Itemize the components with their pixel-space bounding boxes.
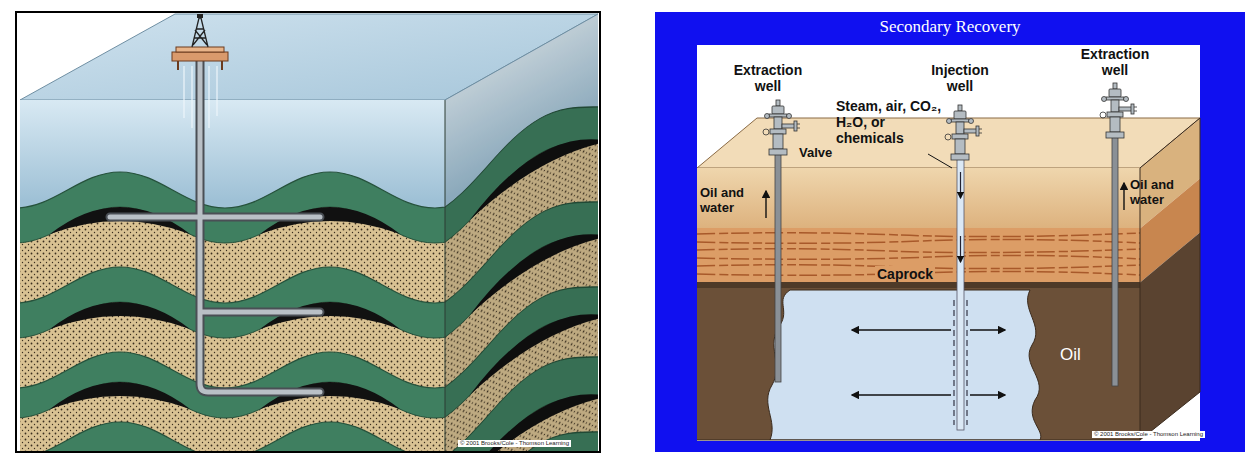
drill-pipe [110,60,320,392]
drill-pipe [110,60,320,392]
perforations [954,300,967,425]
block-edges [1140,118,1200,440]
front-face [697,282,1140,440]
well-label: Extraction well [726,62,810,94]
extraction-pipe [1112,134,1118,386]
block-edges [697,118,1200,440]
side-face [1130,110,1210,464]
perforations [953,300,954,425]
ground-surface [697,118,1200,168]
flow-arrow [960,236,961,262]
flow-arrow [960,172,961,262]
flow-arrow [765,191,766,218]
caprock-layering [697,233,1140,237]
offshore-drilling-figure [445,100,446,451]
front-face [20,100,445,451]
injectant-label: Steam, air, CO₂, H₂O, or chemicals [836,98,944,146]
front-face [697,168,1140,440]
caprock-layering [697,255,1140,259]
flow-label: Oil and water [1130,178,1196,208]
drilling-platform [197,14,203,18]
flow-arrow [928,154,952,168]
well-label: Extraction well [1073,46,1157,78]
injection-pipe [957,155,964,430]
well-label: Injection well [918,62,1002,94]
wells [1100,83,1137,138]
flow-arrow [960,172,961,198]
layer-label: Oil [1060,345,1081,365]
wells [763,83,1137,430]
water-reflection [208,66,210,128]
secondary-recovery-figure [655,12,1245,464]
flow-arrow [1123,183,1124,210]
flow-arrow [970,329,1005,330]
layer-label: Caprock [875,266,935,282]
offshore-drilling-figure [0,0,645,464]
flow-arrow [766,154,1124,395]
extraction-pipe [775,150,781,382]
flooded-zone [768,290,1041,440]
drilling-platform [221,61,223,70]
front-face [697,228,1140,282]
flow-arrow [852,329,951,330]
panel-title: Secondary Recovery [879,17,1020,37]
drilling-platform [177,61,179,70]
block-edges [1140,168,1141,440]
side-face [445,14,598,451]
side-face [0,0,645,464]
copyright-note: © 2001 Brooks/Cole - Thomson Learning [458,440,571,447]
offshore-drilling-figure [445,14,598,100]
front-face [697,282,1140,288]
side-face [1130,224,1210,464]
flow-arrow [852,394,951,395]
caprock-layering [697,249,1140,253]
side-face [1130,110,1210,464]
wells [763,100,800,155]
block-edges [697,440,1140,441]
figure-ground [697,45,1200,441]
drilling-platform [176,47,224,52]
valve-label: Valve [799,146,832,161]
drilling-platform [172,52,228,61]
water-reflection [183,66,185,118]
water-reflection [216,66,218,116]
front-face [697,168,1140,228]
drilling-platform [192,18,208,47]
water-reflection [191,66,193,128]
flow-label: Oil and water [700,186,762,216]
side-face [0,0,645,464]
wells [945,105,982,160]
flow-arrow [970,394,1005,395]
drilling-platform [172,14,228,70]
front-face [20,100,445,451]
caprock-layering [697,239,1140,243]
drill-pipe [110,60,320,392]
side-face [0,0,645,464]
copyright-note: © 2001 Brooks/Cole - Thomson Learning [1092,431,1205,438]
perforations [966,300,967,425]
